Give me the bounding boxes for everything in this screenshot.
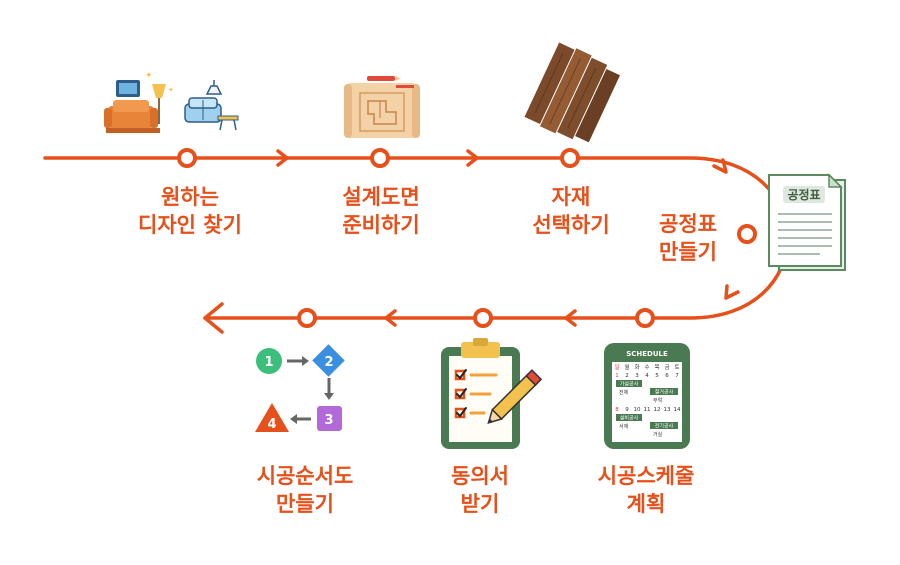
flow-node-diamond <box>312 344 345 377</box>
node-4 <box>737 224 757 244</box>
weekday: 목 <box>654 364 659 371</box>
flow-node-label: 4 <box>267 417 276 432</box>
node-5 <box>635 308 655 328</box>
schedule-note: 서재 <box>619 423 629 430</box>
step-label-line: 선택하기 <box>532 213 610 237</box>
arrow-curve-icon <box>712 158 728 174</box>
schedule-tag: 설비공사 <box>620 415 639 422</box>
checklist-icon <box>441 338 543 449</box>
schedule-tag: 철거공사 <box>655 389 674 396</box>
arrow-curve-icon <box>724 284 740 300</box>
step-label-line: 자재 <box>551 185 591 209</box>
step-label-line: 시공스케줄 <box>597 464 695 488</box>
day-number: 8 <box>615 407 619 413</box>
step-label-line: 시공순서도 <box>256 464 354 488</box>
node-3 <box>560 148 580 168</box>
day-number: 10 <box>634 407 641 413</box>
step-label-make-process-chart: 공정표 만들기 <box>659 210 717 266</box>
step-label-select-materials: 자재 선택하기 <box>532 183 609 239</box>
day-number: 7 <box>675 373 679 379</box>
node-2 <box>370 148 390 168</box>
day-number: 6 <box>665 373 669 379</box>
step-label-line: 원하는 <box>161 185 219 209</box>
schedule-tag: 전기공사 <box>655 423 674 430</box>
day-number: 4 <box>645 373 649 379</box>
step-label-line: 설계도면 <box>342 185 420 209</box>
schedule-icon: SCHEDULE 일 월 화 수 목 금 토 1 2 3 4 5 6 7 8 9… <box>604 343 690 449</box>
schedule-header: SCHEDULE <box>626 350 668 358</box>
weekday: 수 <box>644 364 649 371</box>
day-number: 9 <box>625 407 629 413</box>
flow-node-label: 1 <box>264 355 273 370</box>
node-7 <box>297 308 317 328</box>
document-icon: 공정표 <box>768 173 846 271</box>
step-label-make-flowchart: 시공순서도 만들기 <box>257 462 354 518</box>
flow-node-square <box>317 406 342 431</box>
day-number: 13 <box>664 407 671 413</box>
arrow-right-icon <box>276 149 289 167</box>
schedule-tag: 가설공사 <box>620 381 639 388</box>
arrow-left-icon <box>564 309 577 327</box>
day-number: 5 <box>655 373 659 379</box>
flowchart-icon: 1 2 3 4 <box>255 344 345 432</box>
step-label-line: 만들기 <box>659 240 717 264</box>
arrow-end-icon <box>203 302 224 334</box>
step-label-get-consent: 동의서 받기 <box>451 462 509 518</box>
weekday: 금 <box>664 364 669 371</box>
wood-planks-icon <box>524 42 621 143</box>
flow-node-circle <box>256 348 282 374</box>
flow-node-label: 2 <box>324 355 333 370</box>
document-title: 공정표 <box>787 187 820 202</box>
step-label-find-design: 원하는 디자인 찾기 <box>138 183 242 239</box>
furniture-icon: ✦ ✦ <box>104 71 239 133</box>
schedule-note: 거실 <box>653 431 663 438</box>
day-number: 3 <box>635 373 639 379</box>
day-number: 12 <box>654 407 661 413</box>
node-1 <box>177 148 197 168</box>
day-number: 11 <box>644 407 651 413</box>
svg-text:✦: ✦ <box>168 86 174 94</box>
day-number: 2 <box>625 373 629 379</box>
flow-node-triangle <box>255 403 289 432</box>
blueprint-icon <box>344 76 420 138</box>
node-6 <box>473 308 493 328</box>
schedule-note: 부엌 <box>653 397 662 404</box>
weekday: 일 <box>614 363 619 371</box>
path-nodes <box>177 148 757 328</box>
flow-node-label: 3 <box>324 413 333 428</box>
weekday: 화 <box>634 364 639 371</box>
day-number: 1 <box>615 373 619 379</box>
step-label-line: 공정표 <box>659 212 717 236</box>
step-label-prepare-blueprint: 설계도면 준비하기 <box>342 183 419 239</box>
step-label-line: 준비하기 <box>342 213 420 237</box>
schedule-note: 전체 <box>619 389 629 396</box>
weekday: 월 <box>624 363 629 371</box>
svg-text:✦: ✦ <box>145 71 153 81</box>
arrow-left-icon <box>384 309 397 327</box>
weekday: 토 <box>674 364 679 371</box>
arrow-right-icon <box>466 149 479 167</box>
step-label-line: 디자인 찾기 <box>138 213 242 237</box>
day-number: 14 <box>674 407 681 413</box>
step-label-line: 계획 <box>626 492 666 516</box>
step-label-plan-schedule: 시공스케줄 계획 <box>598 462 695 518</box>
step-label-line: 만들기 <box>276 492 334 516</box>
step-label-line: 받기 <box>460 492 500 516</box>
step-label-line: 동의서 <box>451 464 509 488</box>
